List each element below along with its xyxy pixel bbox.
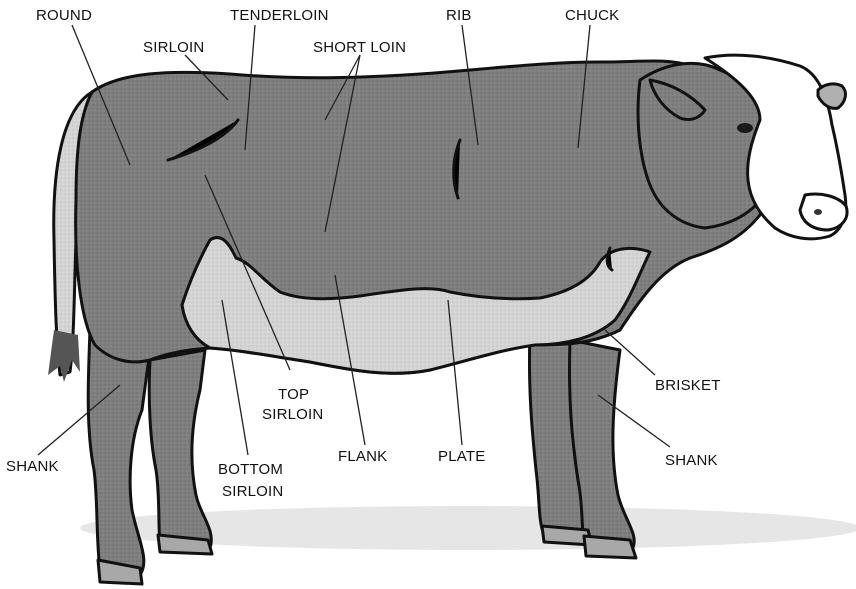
label-shank-hind: SHANK bbox=[6, 458, 59, 475]
cow-eye bbox=[737, 123, 753, 133]
label-rib: RIB bbox=[446, 7, 472, 24]
label-brisket: BRISKET bbox=[655, 377, 721, 394]
label-plate: PLATE bbox=[438, 448, 485, 465]
label-chuck: CHUCK bbox=[565, 7, 619, 24]
nostril bbox=[814, 209, 822, 215]
hoof bbox=[584, 536, 636, 558]
label-sirloin: SIRLOIN bbox=[143, 39, 204, 56]
label-tenderloin: TENDERLOIN bbox=[230, 7, 329, 24]
hind-leg-left bbox=[88, 330, 150, 575]
label-bottom-sirloin-line2: SIRLOIN bbox=[222, 483, 283, 500]
hind-leg-right bbox=[149, 350, 211, 548]
cow-snout bbox=[800, 194, 847, 230]
label-flank: FLANK bbox=[338, 448, 387, 465]
tail-tuft bbox=[48, 330, 80, 382]
label-top-sirloin-line1: TOP bbox=[278, 386, 309, 403]
label-top-sirloin-line2: SIRLOIN bbox=[262, 406, 323, 423]
label-round: ROUND bbox=[36, 7, 92, 24]
label-shank-front: SHANK bbox=[665, 452, 718, 469]
label-short-loin: SHORT LOIN bbox=[313, 39, 406, 56]
label-bottom-sirloin-line1: BOTTOM bbox=[218, 461, 283, 478]
